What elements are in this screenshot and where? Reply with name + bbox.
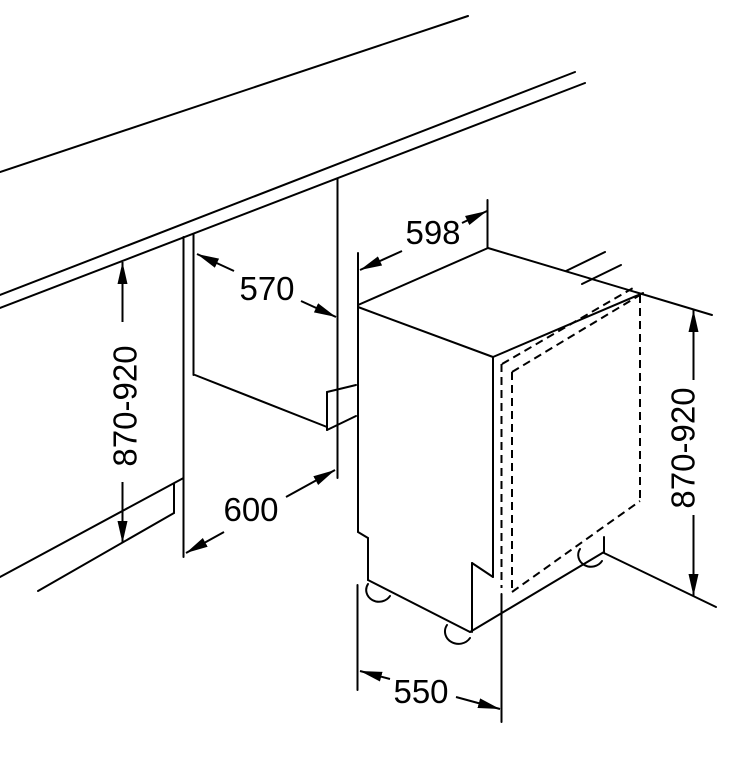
dishwasher-top-front-left-edge bbox=[357, 306, 494, 358]
dishwasher-foot-back-left bbox=[365, 583, 391, 603]
dishwasher-bottom-right-edge bbox=[469, 551, 605, 633]
plinth-front-edge bbox=[37, 512, 175, 592]
worktop-bottom-edge-line-2 bbox=[0, 82, 586, 309]
dimension-niche-width: 570 bbox=[196, 253, 337, 318]
dishwasher-top-front-right-edge bbox=[492, 292, 644, 358]
door-panel-dashed bbox=[500, 287, 641, 593]
dishwasher-foot-front bbox=[444, 624, 471, 645]
worktop-bottom-edge-line-1 bbox=[0, 71, 576, 296]
dim-598-line-right bbox=[461, 210, 488, 226]
niche-structure bbox=[0, 178, 357, 592]
dishwasher-outline bbox=[357, 199, 713, 645]
dishwasher-base-notch-front-1 bbox=[471, 562, 494, 578]
door-top-edge-2 bbox=[511, 294, 641, 373]
dim-598-line-left bbox=[359, 250, 403, 271]
dim-870-right-bottom-extension bbox=[603, 552, 717, 608]
dim-600-line-left bbox=[185, 531, 225, 554]
dishwasher-top-right-edge bbox=[487, 247, 713, 316]
dim-550-line-right bbox=[455, 696, 501, 710]
worktop-top-edge-line bbox=[0, 15, 469, 173]
dimension-appliance-width: 598 bbox=[359, 210, 488, 271]
dim-570-line-left bbox=[196, 253, 235, 272]
door-bottom-edge bbox=[511, 500, 641, 593]
niche-floor-edge bbox=[194, 374, 328, 428]
dim-label-niche-height: 870-920 bbox=[107, 345, 144, 466]
dishwasher-bottom-left-edge bbox=[367, 579, 471, 633]
dishwasher-top-left-edge bbox=[357, 247, 489, 306]
dimension-appliance-depth: 550 bbox=[356, 584, 503, 723]
worktop-break-mark-1 bbox=[565, 251, 606, 272]
dim-label-niche-width: 570 bbox=[239, 270, 294, 307]
dim-600-line-right bbox=[285, 469, 336, 498]
dimension-niche-height: 870-920 bbox=[107, 262, 144, 543]
dimension-appliance-height: 870-920 bbox=[603, 310, 717, 608]
dim-label-niche-depth: 600 bbox=[223, 491, 278, 528]
dishwasher-base-notch-left-1 bbox=[357, 531, 369, 539]
dim-label-appliance-depth: 550 bbox=[393, 673, 448, 710]
worktop-lines bbox=[0, 15, 622, 309]
dim-label-appliance-height: 870-920 bbox=[665, 387, 702, 508]
dim-label-appliance-width: 598 bbox=[405, 214, 460, 251]
dishwasher-foot-right bbox=[577, 548, 603, 568]
dim-570-line-right bbox=[300, 300, 337, 318]
worktop-break-mark-2 bbox=[581, 264, 622, 285]
dim-550-line-left bbox=[359, 670, 391, 682]
floor-front-edge bbox=[0, 477, 185, 578]
niche-right-plinth-notch-top bbox=[326, 384, 357, 393]
dimension-niche-depth: 600 bbox=[185, 469, 336, 554]
niche-right-plinth-notch-bottom bbox=[326, 415, 357, 431]
